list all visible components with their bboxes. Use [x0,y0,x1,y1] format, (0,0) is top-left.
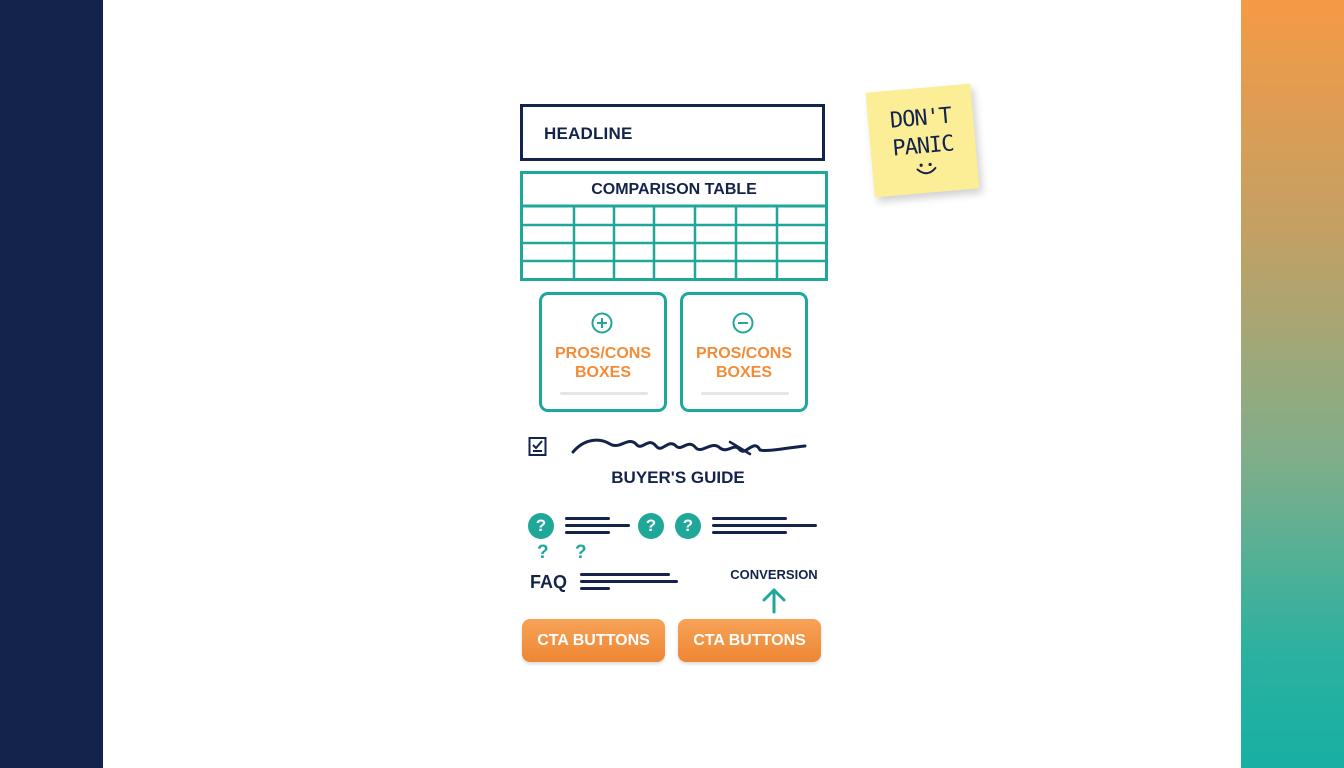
headline-block: HEADLINE [520,104,825,161]
faq-text-line [712,524,817,527]
comparison-table-title: COMPARISON TABLE [591,181,757,198]
sticky-note-line-2: PANIC [891,131,955,162]
cta-button-2[interactable]: CTA BUTTONS [678,619,821,662]
question-circle-icon: ? [638,513,664,539]
question-circle-icon: ? [675,513,701,539]
smiley-icon [916,162,937,175]
cons-box-placeholder-line [701,392,789,395]
faq-text-line [712,517,787,520]
question-mark-icon: ? [575,542,587,563]
right-gradient-band [1241,0,1344,768]
conversion-label: CONVERSION [730,567,818,582]
question-mark-icon: ? [537,542,549,563]
sticky-note: DON'T PANIC [865,83,980,198]
canvas [103,0,1241,768]
pros-box-placeholder-line [560,392,648,395]
cta-button-1[interactable]: CTA BUTTONS [522,619,665,662]
headline-label: HEADLINE [544,124,633,143]
faq-text-line [580,573,670,576]
plus-circle-icon [591,312,613,334]
faq-text-line [580,580,678,583]
buyers-guide-label: BUYER'S GUIDE [611,468,745,487]
faq-text-line [565,524,630,527]
faq-text-line [565,531,610,534]
faq-text-line [580,587,610,590]
pros-box: PROS/CONS BOXES [539,292,667,412]
comparison-table-block: COMPARISON TABLE [520,171,828,281]
faq-label: FAQ [530,572,568,592]
up-arrow-icon [762,588,786,614]
question-circle-icon: ? [528,513,554,539]
handwriting-squiggle [571,438,807,456]
faq-text-line [565,517,610,520]
cons-box: PROS/CONS BOXES [680,292,808,412]
minus-circle-icon [732,312,754,334]
comparison-table-grid [523,204,825,278]
left-navy-band [0,0,103,768]
faq-text-line [712,531,787,534]
cons-box-label: PROS/CONS BOXES [695,345,792,381]
pros-box-label: PROS/CONS BOXES [554,345,651,381]
checklist-icon [528,437,547,456]
